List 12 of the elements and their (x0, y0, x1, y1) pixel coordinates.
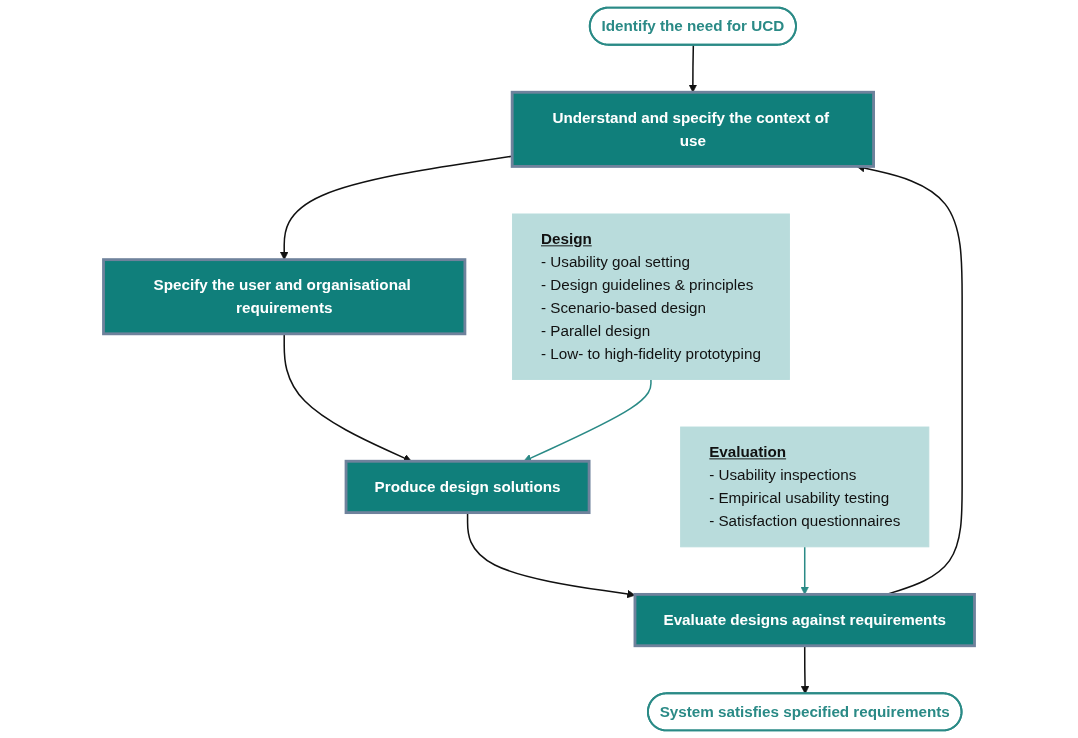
node-box: Produce design solutions (344, 459, 591, 515)
node-box: Specify the user and organisational requirements (102, 258, 467, 336)
node-box: Evaluate designs against requirements (633, 592, 976, 648)
arrow (800, 645, 810, 695)
arrow (523, 378, 652, 462)
node-box: Evaluation - Usability inspections - Empirical usability testing - Satisfaction questionnaires (680, 426, 930, 548)
arrow (280, 155, 513, 260)
node-box: Understand and specify the context of use (510, 90, 875, 168)
arrow (800, 546, 809, 595)
arrow (283, 333, 412, 462)
arrow (688, 44, 698, 93)
node-box: Design - Usability goal setting - Design guidelines & principles - Scenario-based design - Parallel design - Low- to high-fidelity prototyping (512, 213, 790, 380)
